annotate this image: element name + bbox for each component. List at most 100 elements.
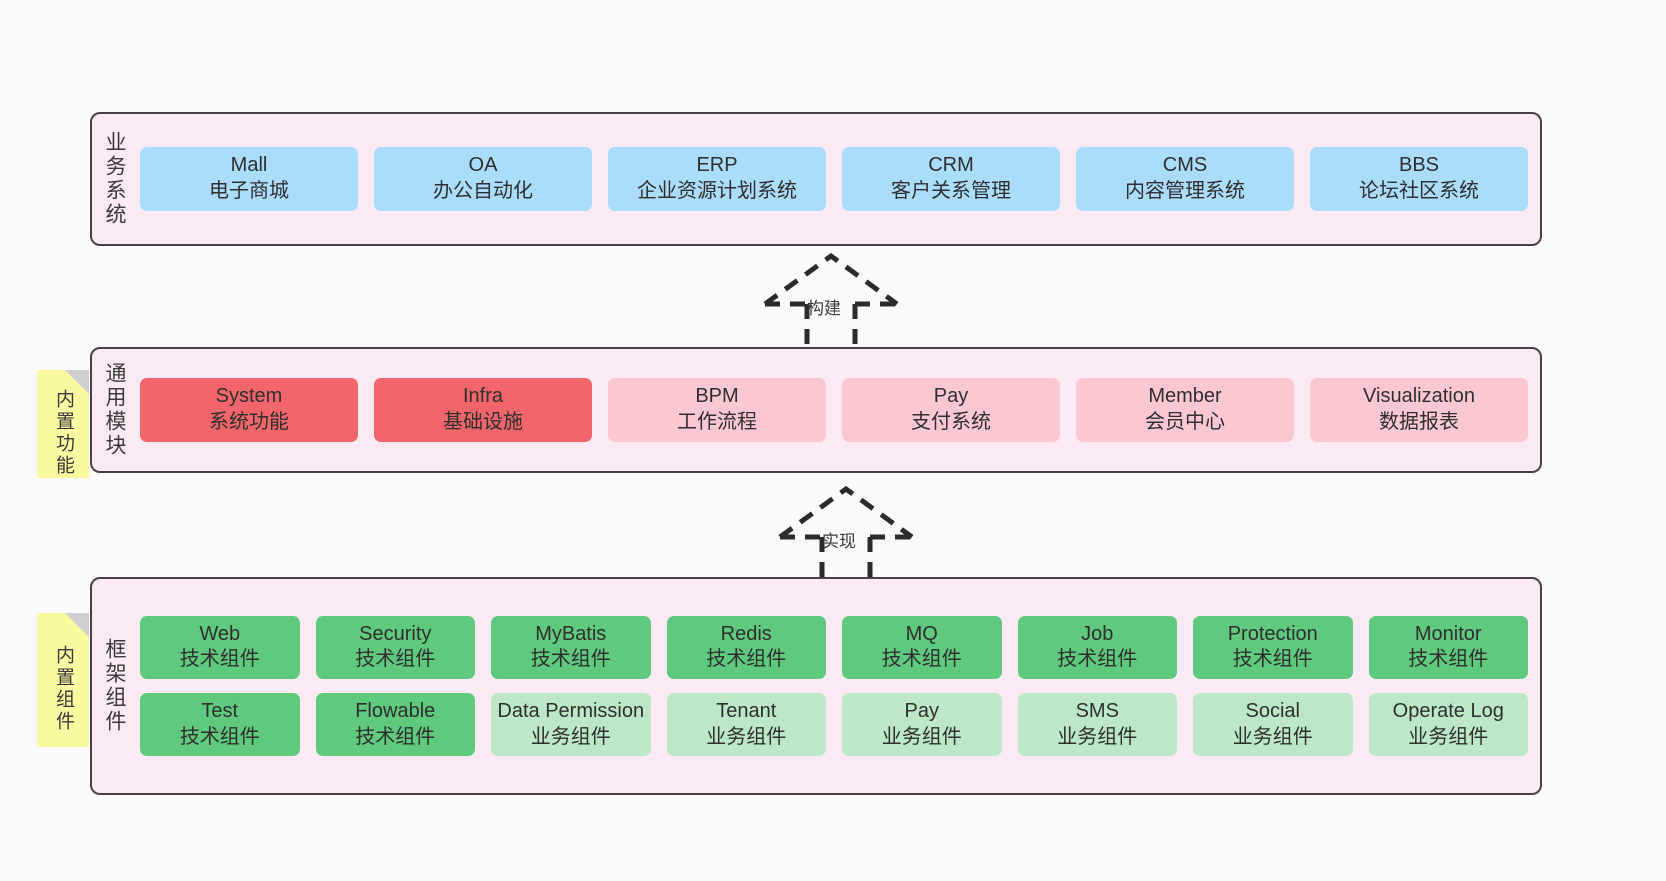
module-subtitle: 系统功能 [209,411,289,433]
module-name: Member [1148,385,1222,408]
module-card-bbs[interactable]: BBS 论坛社区系统 [1310,147,1528,211]
dashed-hollow-arrow-up-icon [778,485,914,592]
module-card-infra[interactable]: Infra 基础设施 [374,378,592,442]
note-builtin-function: 内置功能 [37,370,89,478]
component-subtitle: 技术组件 [355,648,436,671]
note-label: 内置功能 [52,389,74,477]
layer-row: Test 技术组件 Flowable 技术组件 Data Permission … [140,693,1528,757]
module-card-system[interactable]: System 系统功能 [140,378,358,442]
note-label: 内置组件 [52,645,74,733]
component-name: Redis [720,622,772,645]
component-subtitle: 技术组件 [1232,648,1313,671]
module-name: Mall [230,154,268,177]
component-card-job[interactable]: Job 技术组件 [1017,615,1177,679]
component-card-mybatis[interactable]: MyBatis 技术组件 [491,615,651,679]
component-name: Social [1245,700,1300,722]
module-card-crm[interactable]: CRM 客户关系管理 [842,147,1060,211]
dashed-hollow-arrow-up-icon [763,252,899,359]
module-card-visualization[interactable]: Visualization 数据报表 [1310,378,1528,442]
component-subtitle: 业务组件 [1232,725,1313,748]
component-name: Flowable [355,700,436,722]
connector-implement-label: 实现 [822,532,856,551]
component-name: SMS [1075,700,1119,722]
connector-build-label: 构建 [807,299,841,318]
component-subtitle: 业务组件 [706,725,787,748]
component-card-redis[interactable]: Redis 技术组件 [666,615,826,679]
component-card-social[interactable]: Social 业务组件 [1193,693,1353,757]
module-name: Visualization [1363,385,1475,408]
component-subtitle: 技术组件 [881,648,962,671]
module-card-pay[interactable]: Pay 支付系统 [842,378,1060,442]
module-card-bpm[interactable]: BPM 工作流程 [608,378,826,442]
component-card-pay[interactable]: Pay 业务组件 [842,693,1002,757]
module-name: CMS [1162,154,1208,177]
module-subtitle: 基础设施 [443,411,523,433]
module-name: BBS [1398,154,1440,177]
layer-business-system: 业务系统 Mall 电子商城 OA 办公自动化 ERP 企业资源计划系统 CRM… [90,112,1542,246]
component-subtitle: 业务组件 [530,725,611,748]
component-name: Operate Log [1392,700,1504,722]
module-subtitle: 办公自动化 [433,180,533,202]
note-builtin-component: 内置组件 [37,613,89,747]
module-subtitle: 论坛社区系统 [1359,180,1479,202]
module-subtitle: 数据报表 [1379,411,1459,433]
module-name: ERP [696,154,738,177]
component-subtitle: 技术组件 [355,725,436,748]
layer-common-module: 通用模块 System 系统功能 Infra 基础设施 BPM 工作流程 Pay… [90,347,1542,473]
component-subtitle: 技术组件 [530,648,611,671]
layer-row: System 系统功能 Infra 基础设施 BPM 工作流程 Pay 支付系统… [140,378,1528,442]
component-subtitle: 技术组件 [179,725,260,748]
component-card-monitor[interactable]: Monitor 技术组件 [1368,615,1528,679]
component-card-flowable[interactable]: Flowable 技术组件 [315,693,475,757]
component-card-tenant[interactable]: Tenant 业务组件 [666,693,826,757]
module-subtitle: 会员中心 [1145,411,1225,433]
module-name: System [215,385,283,408]
component-name: Protection [1227,622,1318,645]
module-card-member[interactable]: Member 会员中心 [1076,378,1294,442]
component-name: MQ [905,622,938,645]
component-name: Tenant [716,700,777,722]
layer-title-business: 业务系统 [103,131,127,227]
connector-build: 构建 [745,252,925,359]
layer-row: Mall 电子商城 OA 办公自动化 ERP 企业资源计划系统 CRM 客户关系… [140,147,1528,211]
component-subtitle: 技术组件 [1408,648,1489,671]
module-card-mall[interactable]: Mall 电子商城 [140,147,358,211]
note-fold-corner-icon [65,613,89,637]
module-card-cms[interactable]: CMS 内容管理系统 [1076,147,1294,211]
connector-implement: 实现 [760,485,940,592]
component-card-sms[interactable]: SMS 业务组件 [1017,693,1177,757]
component-card-security[interactable]: Security 技术组件 [315,615,475,679]
component-subtitle: 业务组件 [881,725,962,748]
layer-framework-component: 框架组件 Web 技术组件 Security 技术组件 MyBatis 技术组件… [90,577,1542,795]
component-subtitle: 技术组件 [1057,648,1138,671]
component-name: Job [1081,622,1114,645]
module-subtitle: 客户关系管理 [891,180,1011,202]
component-card-mq[interactable]: MQ 技术组件 [842,615,1002,679]
component-name: Test [201,700,239,722]
component-name: Web [199,622,241,645]
module-name: Infra [462,385,504,408]
component-subtitle: 技术组件 [706,648,787,671]
layer-body-framework: Web 技术组件 Security 技术组件 MyBatis 技术组件 Redi… [136,579,1540,793]
component-name: Pay [904,700,939,722]
component-name: MyBatis [535,622,607,645]
module-name: Pay [933,385,969,408]
component-card-data-permission[interactable]: Data Permission 业务组件 [491,693,651,757]
component-card-test[interactable]: Test 技术组件 [140,693,300,757]
layer-title-framework: 框架组件 [103,638,127,734]
component-card-protection[interactable]: Protection 技术组件 [1193,615,1353,679]
component-card-web[interactable]: Web 技术组件 [140,615,300,679]
layer-body-business: Mall 电子商城 OA 办公自动化 ERP 企业资源计划系统 CRM 客户关系… [136,114,1540,244]
component-subtitle: 业务组件 [1057,725,1138,748]
component-card-operate-log[interactable]: Operate Log 业务组件 [1368,693,1528,757]
module-card-erp[interactable]: ERP 企业资源计划系统 [608,147,826,211]
module-name: CRM [928,154,974,177]
module-name: OA [468,154,498,177]
component-name: Data Permission [497,700,645,722]
module-subtitle: 内容管理系统 [1125,180,1245,202]
module-subtitle: 支付系统 [911,411,991,433]
component-name: Security [359,622,432,645]
module-card-oa[interactable]: OA 办公自动化 [374,147,592,211]
layer-row: Web 技术组件 Security 技术组件 MyBatis 技术组件 Redi… [140,615,1528,679]
